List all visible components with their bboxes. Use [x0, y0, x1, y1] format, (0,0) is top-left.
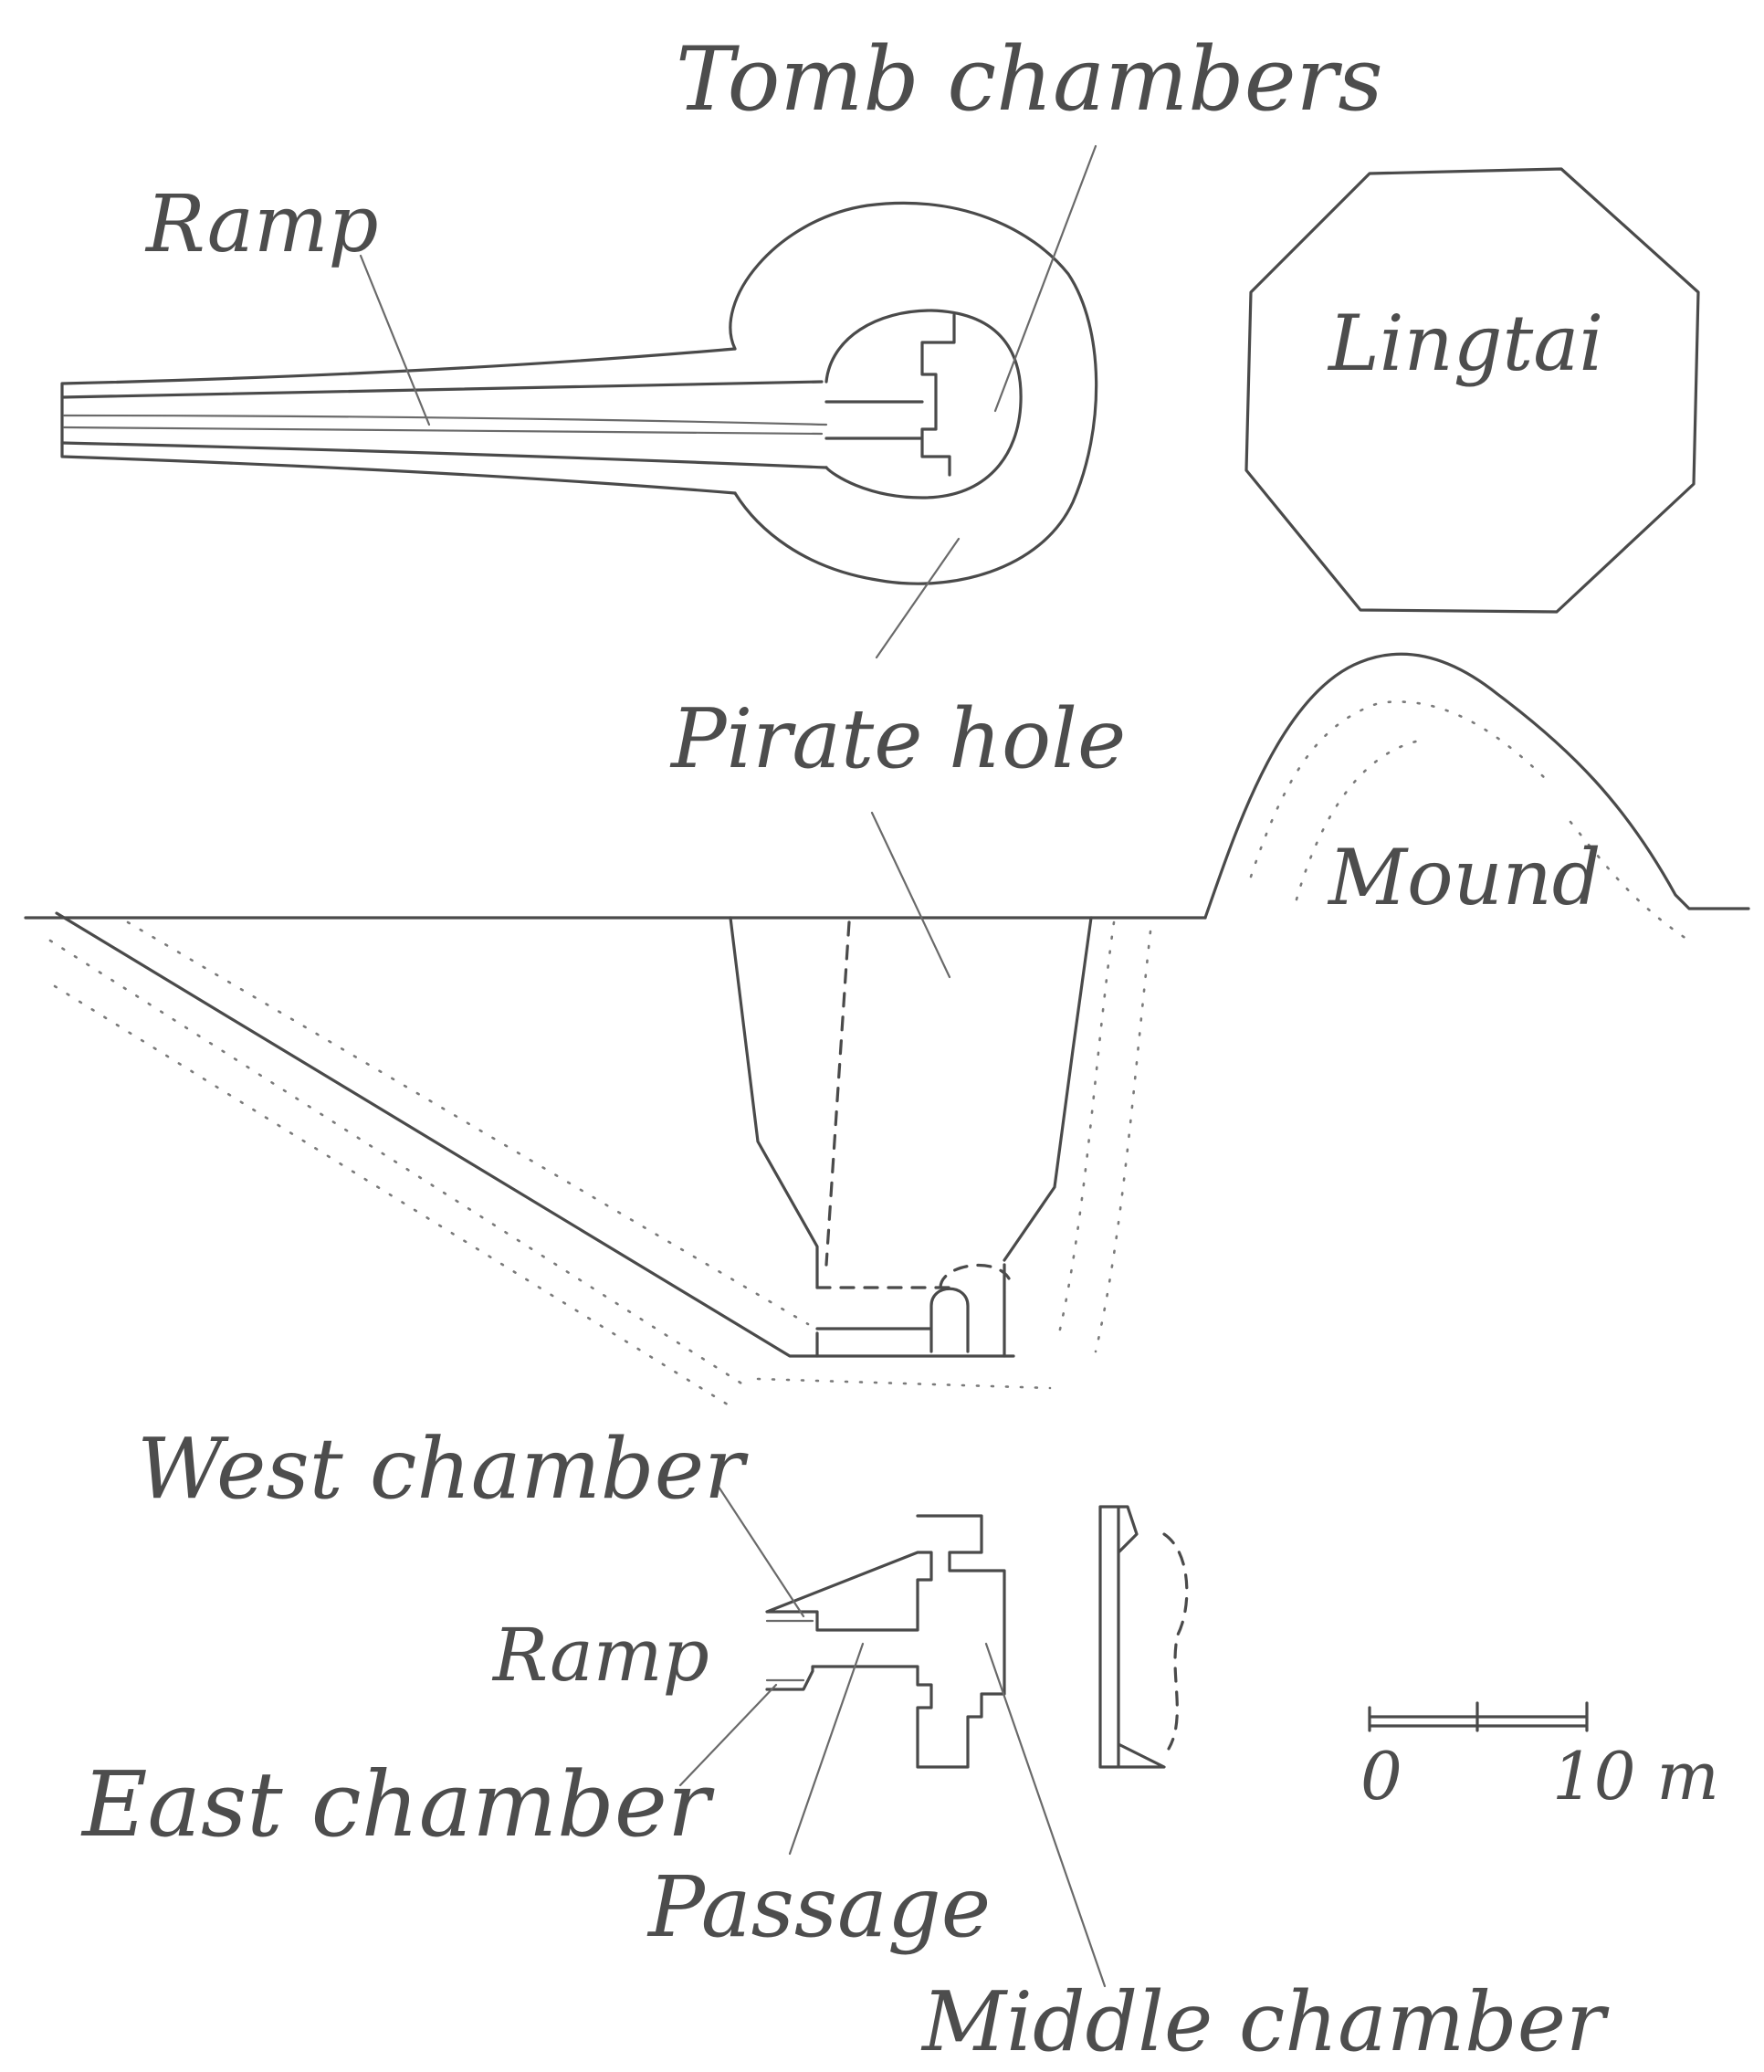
profile-floor-plan	[1098, 1505, 1166, 1769]
label-pirate-hole: Pirate hole	[669, 691, 1126, 787]
label-middle-chamber: Middle chamber	[920, 1974, 1610, 2070]
label-west-chamber: West chamber	[137, 1420, 749, 1518]
scale-bar	[1368, 1701, 1589, 1732]
ramp-stipple	[48, 920, 810, 1408]
scale-end-label: 10 m	[1552, 1738, 1719, 1814]
leader-tomb-chambers	[993, 144, 1097, 413]
mound-stipple	[1249, 700, 1691, 942]
inner-chamber-circle	[824, 309, 1023, 500]
chamber-section	[815, 1264, 1011, 1289]
ramp-floor-plan	[765, 1619, 814, 1682]
chamber-box	[815, 1263, 1006, 1358]
pirate-hole-shaft	[729, 916, 1093, 1289]
leader-ramp-top	[359, 254, 431, 426]
ramp-section	[55, 911, 1015, 1358]
label-ramp-top: Ramp	[144, 179, 379, 270]
tomb-chambers-plan	[824, 313, 956, 477]
plan-view	[60, 144, 1700, 659]
section-view	[24, 652, 1750, 1408]
leader-east-chamber	[678, 1683, 778, 1787]
ramp-plan-inner	[60, 380, 828, 469]
mound-profile	[1203, 652, 1750, 920]
lingtai-octagon	[1244, 167, 1700, 614]
label-lingtai: Lingtai	[1327, 299, 1603, 388]
floor-plan	[678, 1482, 1589, 1988]
label-mound: Mound	[1327, 833, 1601, 922]
label-east-chamber: East chamber	[80, 1753, 715, 1857]
leader-west-chamber	[715, 1482, 805, 1618]
outer-mound-plan	[729, 201, 1098, 585]
shaft-stipple	[756, 920, 1152, 1390]
ramp-plan-inner2	[62, 414, 828, 436]
label-passage: Passage	[646, 1858, 991, 1956]
chamber-floor-plan	[765, 1514, 1006, 1769]
label-tomb-chambers: Tomb chambers	[676, 28, 1383, 131]
label-ramp-bottom: Ramp	[491, 1613, 709, 1698]
leader-pirate-hole-plan	[875, 537, 961, 659]
pirate-hole-dashed	[824, 920, 851, 1267]
leader-pirate-hole	[870, 811, 951, 979]
scale-start-label: 0	[1360, 1738, 1402, 1814]
leader-middle-chamber	[984, 1642, 1107, 1988]
ramp-plan	[60, 347, 737, 495]
profile-dashed	[1162, 1532, 1189, 1751]
leader-passage	[788, 1642, 865, 1856]
